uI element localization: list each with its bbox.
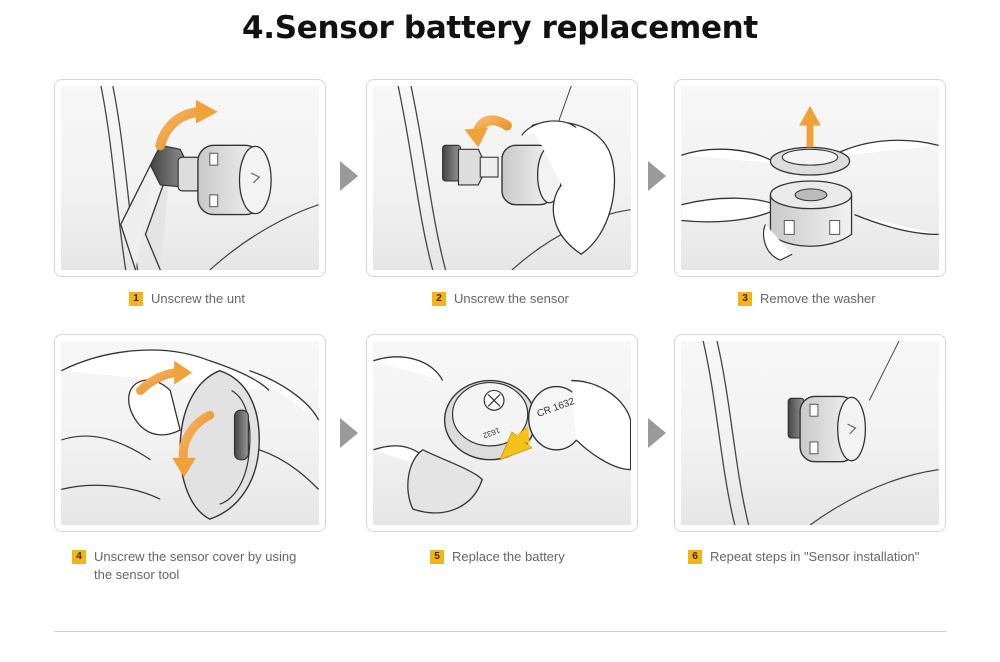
step-text: Remove the washer [760,291,876,306]
step-caption: 3 Remove the washer [738,290,876,308]
step-caption: 6 Repeat steps in "Sensor installation" [688,548,919,566]
step-caption: 1 Unscrew the unt [129,290,245,308]
step-text: Unscrew the sensor cover by using the se… [94,549,297,582]
remove-washer-drawing [681,105,939,261]
next-step-arrow [340,161,358,191]
step-text: Unscrew the sensor [454,291,569,306]
step-number-badge: 1 [129,292,143,306]
step-number-badge: 4 [72,550,86,564]
step-2-illustration [366,79,638,277]
step-5-illustration: CR 1632 1632 [366,334,638,532]
step-number-badge: 6 [688,550,702,564]
step-caption: 4 Unscrew the sensor cover by using the … [72,548,296,584]
page-title: 4.Sensor battery replacement [242,10,758,46]
step-text: Repeat steps in "Sensor installation" [710,549,920,564]
step-number-badge: 3 [738,292,752,306]
step-caption: 2 Unscrew the sensor [432,290,569,308]
next-step-arrow [648,418,666,448]
step-caption: 5 Replace the battery [430,548,565,566]
unscrew-cover-with-tool-drawing [61,349,319,520]
step-text: Unscrew the unt [151,291,245,306]
step-3-illustration [674,79,946,277]
step-4-illustration [54,334,326,532]
step-number-badge: 5 [430,550,444,564]
step-6-illustration [674,334,946,532]
next-step-arrow [340,418,358,448]
unscrew-sensor-drawing [397,86,631,270]
sensor-installed-drawing [702,341,939,525]
step-text: Replace the battery [452,549,565,564]
footer-divider [54,631,947,632]
step-1-illustration [54,79,326,277]
next-step-arrow [648,161,666,191]
wrench-unscrew-nut-drawing [100,86,319,270]
replace-battery-drawing: CR 1632 1632 [373,356,631,514]
step-number-badge: 2 [432,292,446,306]
